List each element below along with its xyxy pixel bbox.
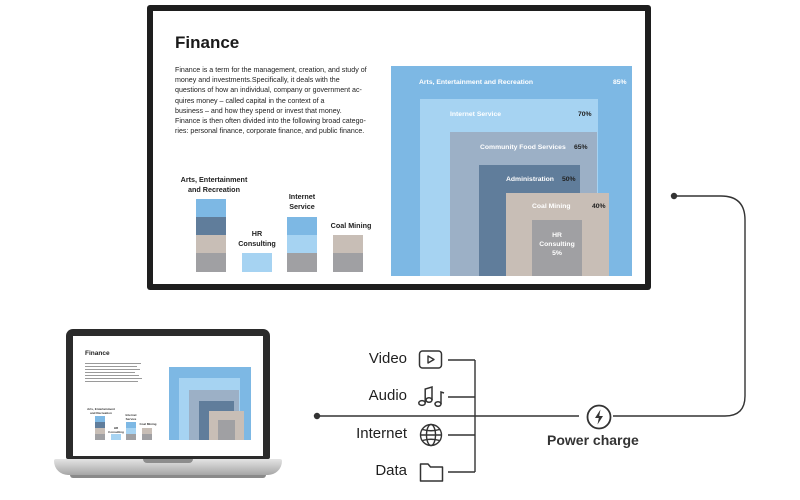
mini-label-line: Coal Mining xyxy=(139,422,157,426)
funnel-pct: 65% xyxy=(574,144,588,151)
laptop-foot xyxy=(70,475,266,478)
mini-bar-segment xyxy=(95,428,105,434)
bar-segment xyxy=(287,217,317,235)
bar-segment xyxy=(287,235,317,253)
connection-label-internet: Internet xyxy=(356,425,407,442)
funnel-label-line: Consulting xyxy=(539,241,575,248)
mini-text-line xyxy=(85,381,138,383)
mini-text-line xyxy=(85,375,139,377)
funnel-pct: 40% xyxy=(592,203,606,210)
body-line: money and investments.Specifically, it d… xyxy=(175,76,340,85)
funnel-block-hr xyxy=(532,220,582,276)
mini-bar-label: Coal Mining xyxy=(137,422,159,426)
connection-label-data: Data xyxy=(375,462,407,479)
body-line: business – and how they spend or invest … xyxy=(175,106,342,115)
body-line: quires money – called capital in the con… xyxy=(175,96,325,105)
folder-icon xyxy=(419,463,444,482)
mini-text-line xyxy=(85,378,142,380)
mini-bar-segment xyxy=(111,434,121,440)
music-notes-icon xyxy=(418,385,445,408)
wire-to-display xyxy=(613,195,746,417)
bar-label-line: HR xyxy=(251,229,263,238)
funnel-label: Administration xyxy=(506,176,554,183)
funnel-label: Coal Mining xyxy=(532,203,571,210)
funnel-label: Arts, Entertainment and Recreation xyxy=(419,79,534,86)
bar-label-line: Service xyxy=(289,202,315,211)
mini-label-line: and Recreation xyxy=(90,411,112,415)
mini-label-line: Consulting xyxy=(108,430,124,434)
bar-segment xyxy=(196,217,226,235)
body-line: ries: personal finance, corporate financ… xyxy=(175,127,365,136)
wire-dot-laptop xyxy=(313,412,321,420)
bar-label-line: Consulting xyxy=(238,239,276,248)
bar-label-arts: Arts, Entertainment and Recreation xyxy=(169,175,259,195)
connection-label-audio: Audio xyxy=(368,387,407,404)
mini-text-line xyxy=(85,369,140,371)
funnel-pct: 85% xyxy=(613,79,627,86)
mini-bar-segment xyxy=(142,428,152,434)
mini-label-line: HR xyxy=(113,426,119,430)
funnel-pct: 50% xyxy=(562,176,576,183)
slide-body: Finance is a term for the management, cr… xyxy=(175,65,387,136)
laptop: Finance Arts, Entertainment and Recreati… xyxy=(66,329,270,459)
bar-segment xyxy=(333,253,363,272)
bar-segment xyxy=(196,253,226,272)
bar-label-hr: HR Consulting xyxy=(227,229,287,249)
bar-label-coal: Coal Mining xyxy=(319,221,383,231)
bar-segment xyxy=(196,199,226,217)
mini-bar-segment xyxy=(95,416,105,422)
body-line: Finance is then often divided into the f… xyxy=(175,117,366,126)
mini-slide-title: Finance xyxy=(85,350,110,357)
funnel-label: Community Food Services xyxy=(480,144,566,151)
slide-title: Finance xyxy=(175,33,240,52)
bar-label-line: and Recreation xyxy=(188,185,240,194)
bar-segment xyxy=(287,253,317,272)
funnel-label-line: HR xyxy=(552,232,562,239)
mini-bar-segment xyxy=(95,422,105,428)
mini-bar-segment xyxy=(126,428,136,434)
bar-label-line: Coal Mining xyxy=(330,221,372,230)
mini-bar-segment xyxy=(126,422,136,428)
mini-bar-segment xyxy=(126,434,136,440)
connection-label-video: Video xyxy=(368,350,407,367)
laptop-base xyxy=(54,459,282,475)
bar-segment xyxy=(333,235,363,253)
mini-bar-segment xyxy=(142,434,152,440)
mini-text-line xyxy=(85,366,137,368)
power-charge-label: Power charge xyxy=(547,432,639,448)
display-screen: Finance Finance is a term for the manage… xyxy=(153,11,645,284)
mini-bar-label: Internet Service xyxy=(121,413,141,421)
video-play-icon xyxy=(418,350,443,369)
funnel-pct: 70% xyxy=(578,111,592,118)
funnel-label-hr: HR Consulting 5% xyxy=(532,231,582,258)
bar-label-line: Arts, Entertainment xyxy=(180,175,248,184)
laptop-screen: Finance Arts, Entertainment and Recreati… xyxy=(73,336,263,456)
funnel-label: Internet Service xyxy=(450,111,501,118)
mini-bar-label: Arts, Entertainment and Recreation xyxy=(87,407,115,415)
globe-icon xyxy=(419,423,443,447)
lightning-icon xyxy=(586,404,612,430)
funnel-pct: 5% xyxy=(552,250,562,257)
bar-label-line: Internet xyxy=(288,192,316,201)
bar-segment xyxy=(242,253,272,272)
mini-bar-segment xyxy=(95,434,105,440)
mini-bar-label: HR Consulting xyxy=(106,426,126,434)
laptop-notch xyxy=(143,459,193,463)
bar-label-internet: Internet Service xyxy=(272,192,332,212)
body-line: questions of how an individual, company … xyxy=(175,86,362,95)
mini-text-line xyxy=(85,363,141,365)
mini-funnel-block xyxy=(218,420,235,440)
body-line: Finance is a term for the management, cr… xyxy=(175,66,367,74)
mini-text-line xyxy=(85,372,135,374)
mini-label-line: Service xyxy=(125,417,137,421)
mini-label-line: Arts, Entertainment xyxy=(87,407,115,411)
mini-label-line: Internet xyxy=(125,413,137,417)
wire-dot-display xyxy=(670,192,678,200)
tv-display: Finance Finance is a term for the manage… xyxy=(147,5,651,290)
bar-segment xyxy=(196,235,226,253)
